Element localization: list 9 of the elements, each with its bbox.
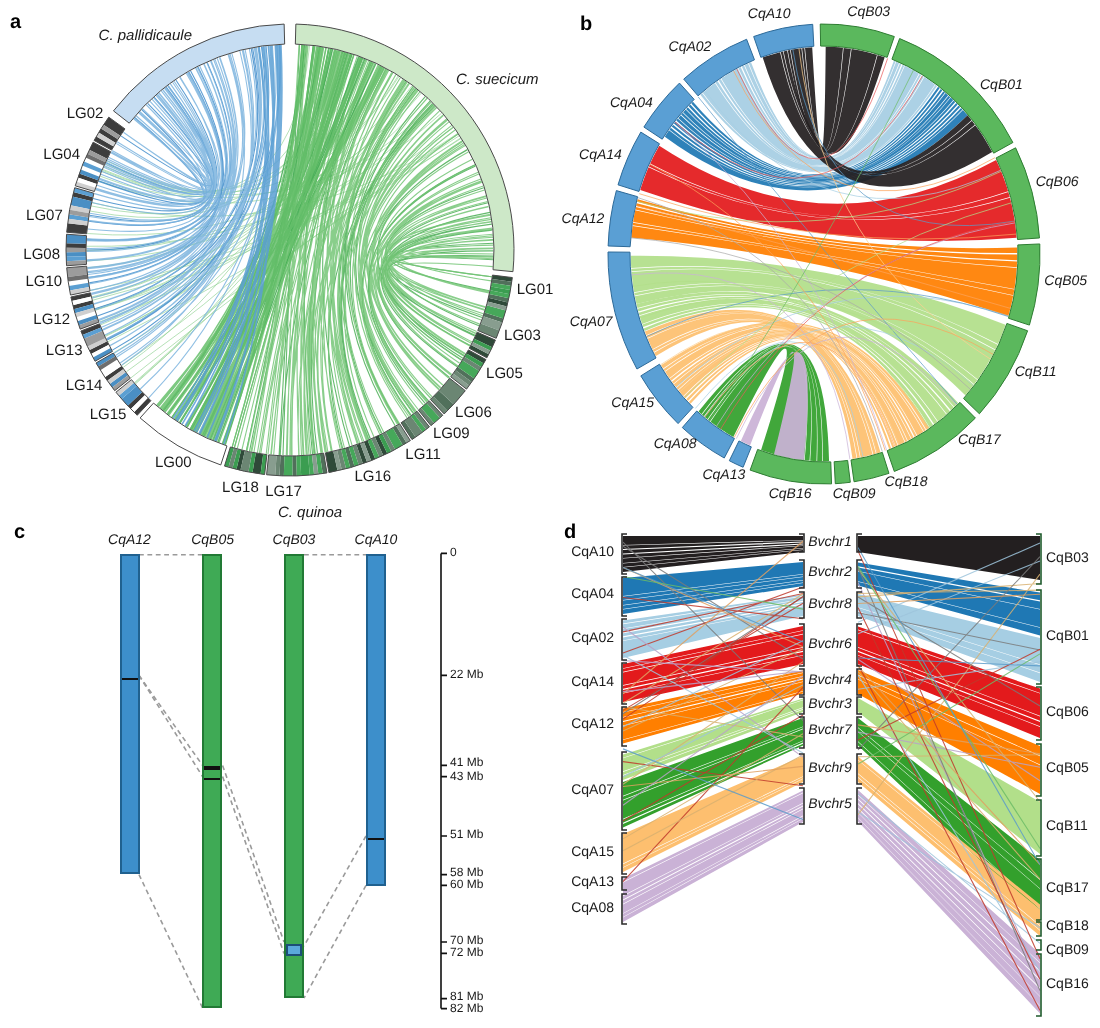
panel-label: b	[580, 14, 593, 36]
panel-label: d	[564, 522, 577, 544]
dashed-connector	[303, 554, 367, 556]
dashed-connector	[138, 554, 204, 556]
panel-label: a	[10, 12, 22, 34]
dashed-connector	[138, 873, 204, 1009]
dashed-connector	[303, 835, 367, 947]
panel-label: c	[14, 522, 26, 544]
dashed-connector	[303, 884, 367, 999]
